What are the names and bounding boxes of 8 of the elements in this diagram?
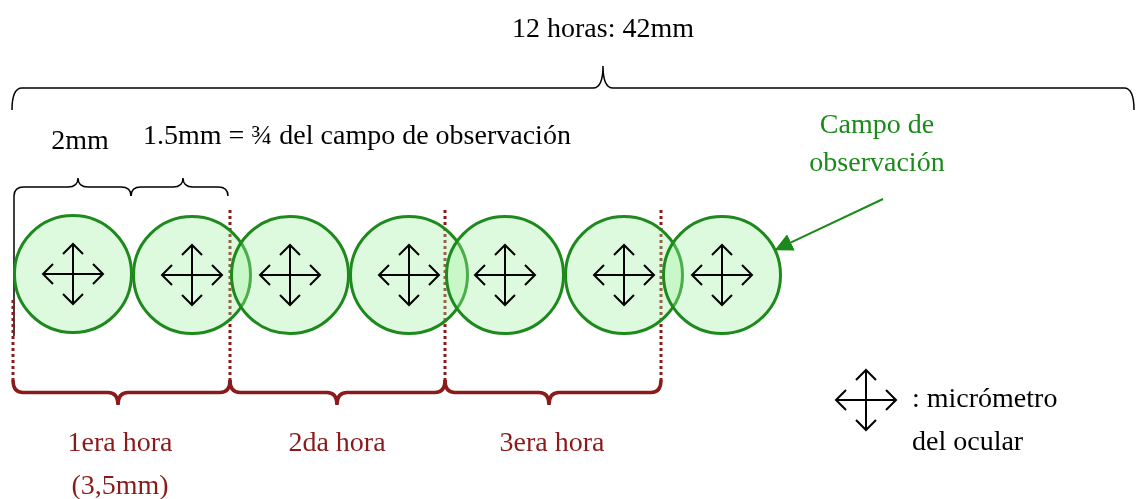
dimension-label: 1.5mm = ¾ del campo de observación [143, 118, 572, 152]
dimension-label: 12 horas: 42mm [511, 11, 695, 45]
time-label: 3era hora [498, 425, 606, 459]
dimension-label: 2mm [50, 123, 110, 157]
callout-text: Campo de observación [777, 105, 977, 181]
arrow [774, 198, 884, 251]
time-label: 2da hora [287, 425, 387, 459]
legend-text: : micrómetro del ocular [912, 381, 1059, 458]
